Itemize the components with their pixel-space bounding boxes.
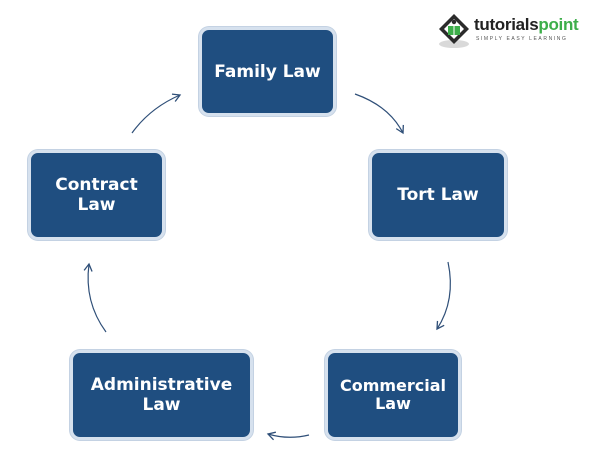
tutorialspoint-logo: tutorialspoint SIMPLY EASY LEARNING [436,12,586,50]
logo-tagline: SIMPLY EASY LEARNING [476,36,568,42]
arrow-administrative-to-contract [83,262,107,333]
logo-wordmark: tutorialspoint [474,15,579,34]
arrow-contract-to-family [131,93,182,134]
arrow-commercial-to-administrative [266,431,310,441]
node-administrative-law: Administrative Law [70,350,253,440]
node-commercial-law-label: Commercial Law [339,376,447,413]
node-tort-law-label: Tort Law [397,185,479,205]
node-administrative-law-label: Administrative Law [90,375,233,415]
arrow-tort-to-commercial [436,261,451,331]
node-family-law: Family Law [199,27,336,116]
arrow-family-to-tort [354,93,404,135]
node-tort-law: Tort Law [369,150,507,240]
logo-wordmark-part2: point [538,15,579,34]
logo-emblem-icon [439,14,469,48]
node-contract-law-label: Contract Law [55,175,138,215]
node-commercial-law: Commercial Law [325,350,461,440]
node-family-law-label: Family Law [214,61,321,82]
node-contract-law: Contract Law [28,150,165,240]
logo-wordmark-part1: tutorials [474,15,539,34]
